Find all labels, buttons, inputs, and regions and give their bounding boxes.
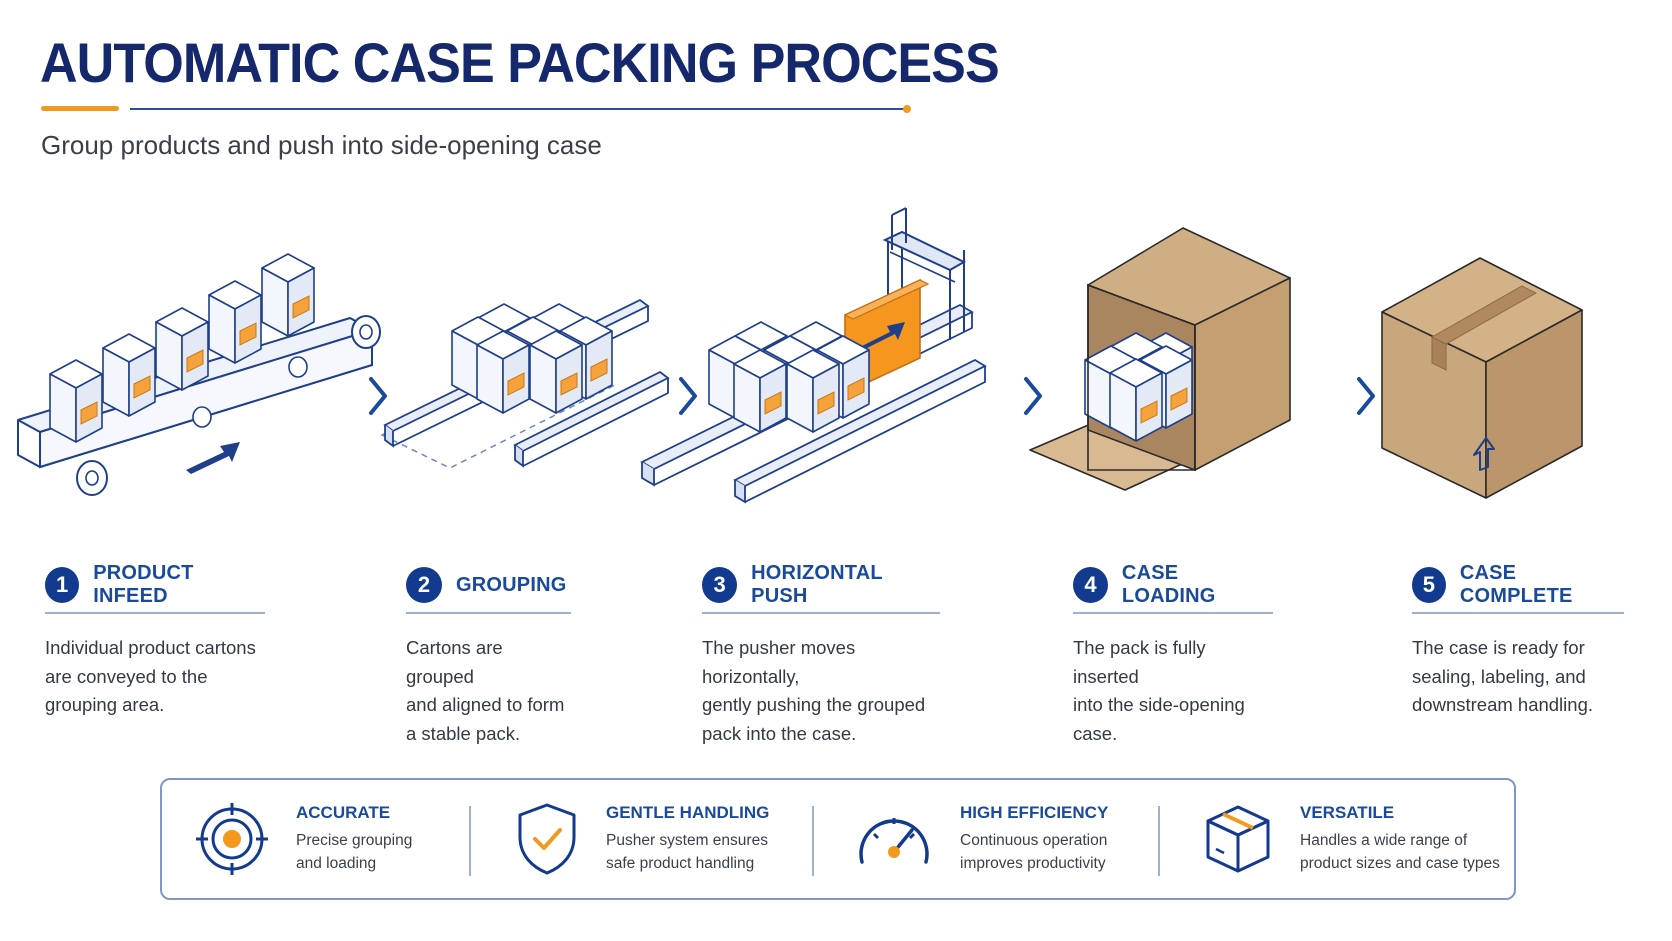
step1-illustration-conveyor [17,253,381,496]
step-number-badge: 5 [1412,567,1446,603]
step4-illustration-case-loading [1029,227,1291,491]
step-title: GROUPING [456,573,567,596]
page-title: AUTOMATIC CASE PACKING PROCESS [40,31,1000,94]
shield-check-icon [518,803,576,875]
step-title: HORIZONTAL PUSH [751,562,883,607]
feature-title: VERSATILE [1300,803,1395,822]
step-grouping: 2 GROUPING Cartons are grouped and aligne… [406,567,571,748]
chevron-right-icon [1024,377,1042,415]
feature-title: ACCURATE [296,803,391,822]
step-underline [1412,612,1624,614]
step-description: Cartons are grouped and aligned to form … [406,637,565,744]
step-underline [702,612,940,614]
step-case-complete: 5 CASE COMPLETE The case is ready for sea… [1412,562,1624,720]
feature-divider [812,806,814,876]
feature-divider [1158,806,1160,876]
step-title: CASE COMPLETE [1459,562,1573,607]
chevron-right-icon [369,377,387,415]
step-horizontal-push: 3 HORIZONTAL PUSH The pusher moves horizo… [702,562,940,748]
feature-gentle-handling: GENTLE HANDLING Pusher system ensures sa… [514,780,769,898]
step-number-badge: 2 [406,567,442,603]
process-illustrations [17,207,1583,504]
step-description: The pack is fully inserted into the side… [1073,637,1245,744]
target-icon [196,803,268,875]
box-icon [1206,805,1270,873]
feature-divider [469,806,471,876]
title-underline-accent [41,106,119,111]
feature-versatile: VERSATILE Handles a wide range of produc… [1202,780,1500,898]
feature-description: Handles a wide range of product sizes an… [1300,832,1500,872]
feature-accurate: ACCURATE Precise grouping and loading [194,780,412,898]
step-underline [45,612,265,614]
step-description: Individual product cartons are conveyed … [45,637,256,715]
step-product-infeed: 1 PRODUCT INFEED Individual product carto… [45,562,265,720]
features-panel: ACCURATE Precise grouping and loading GE… [160,778,1516,900]
feature-description: Precise grouping and loading [296,832,413,872]
step3-illustration-pusher [640,207,987,504]
step-description: The pusher moves horizontally, gently pu… [702,637,926,744]
step-underline [1073,612,1273,614]
step-description: The case is ready for sealing, labeling,… [1412,637,1593,715]
step-number-badge: 1 [45,567,80,603]
chevron-right-icon [1357,377,1375,415]
step-number-badge: 4 [1073,567,1108,603]
speedometer-icon [859,818,929,864]
feature-title: HIGH EFFICIENCY [960,803,1109,822]
step-title: PRODUCT INFEED [93,562,194,607]
page-subtitle: Group products and push into side-openin… [41,130,602,160]
step-underline [406,612,571,614]
feature-high-efficiency: HIGH EFFICIENCY Continuous operation imp… [854,780,1108,898]
step-case-loading: 4 CASE LOADING The pack is fully inserted… [1073,562,1273,748]
title-underline-dot [903,105,911,113]
chevron-right-icon [679,377,697,415]
feature-title: GENTLE HANDLING [606,803,770,822]
step-title: CASE LOADING [1121,562,1216,607]
feature-description: Continuous operation improves productivi… [960,832,1108,872]
feature-description: Pusher system ensures safe product handl… [606,832,768,872]
step-number-badge: 3 [702,567,738,603]
step2-illustration-grouping [380,298,670,469]
step5-illustration-sealed-case [1381,257,1583,499]
title-underline [130,108,906,110]
